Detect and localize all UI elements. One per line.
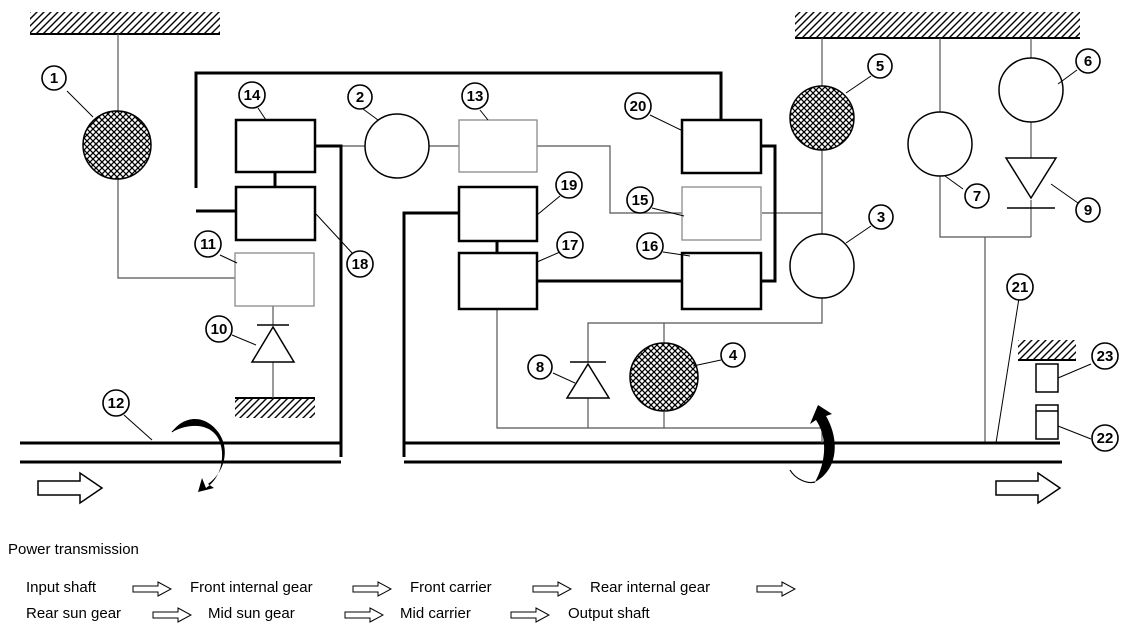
- svg-text:22: 22: [1097, 430, 1114, 447]
- callout-20: 20: [624, 92, 652, 120]
- svg-text:1: 1: [50, 70, 58, 87]
- flow-step-front-carrier: Front carrier: [410, 579, 492, 596]
- callout-19: 19: [555, 171, 583, 199]
- thick-members: [20, 71, 1060, 457]
- callout-5: 5: [867, 53, 893, 79]
- one-way-clutch-10: [250, 324, 296, 363]
- ground-bottom-left: [235, 397, 315, 418]
- box-14: [234, 118, 317, 174]
- callout-21: 21: [1006, 273, 1034, 301]
- clutch-2: [364, 113, 430, 179]
- ground-top-right: [795, 12, 1080, 39]
- svg-text:13: 13: [467, 88, 484, 105]
- callout-1: 1: [41, 65, 67, 91]
- hollow-right-arrow-icon: [756, 581, 796, 597]
- carrier-link: [496, 309, 823, 443]
- box-18: [234, 185, 317, 242]
- svg-text:9: 9: [1084, 202, 1092, 219]
- svg-text:23: 23: [1097, 348, 1114, 365]
- thin-connections: [117, 34, 1032, 443]
- hollow-right-arrow-icon: [344, 607, 384, 623]
- callout-16: 16: [636, 232, 664, 260]
- callout-7: 7: [964, 183, 990, 209]
- svg-text:17: 17: [562, 237, 579, 254]
- brake-1-hatched: [82, 110, 152, 180]
- callout-17: 17: [556, 231, 584, 259]
- block-23: [1035, 363, 1059, 393]
- svg-text:15: 15: [632, 192, 649, 209]
- callout-10: 10: [205, 315, 233, 343]
- output-rotation-arrow-icon: [789, 405, 835, 484]
- svg-text:6: 6: [1084, 53, 1092, 70]
- flow-step-mid-sun-gear: Mid sun gear: [208, 605, 295, 622]
- ground-top-left: [30, 12, 220, 35]
- hollow-right-arrow-icon: [152, 607, 192, 623]
- callout-6: 6: [1075, 48, 1101, 74]
- input-rotation-arrow-icon: [171, 418, 225, 492]
- flow-step-mid-carrier: Mid carrier: [400, 605, 471, 622]
- one-way-clutch-9: [1004, 157, 1058, 209]
- svg-text:21: 21: [1012, 279, 1029, 296]
- svg-text:20: 20: [630, 98, 647, 115]
- callout-12: 12: [102, 389, 130, 417]
- box-19: [457, 185, 539, 243]
- box-16: [680, 251, 763, 311]
- callout-15: 15: [626, 186, 654, 214]
- box-17: [457, 251, 539, 311]
- svg-text:5: 5: [876, 58, 884, 75]
- svg-text:16: 16: [642, 238, 659, 255]
- svg-text:18: 18: [352, 256, 369, 273]
- clutch-3: [789, 233, 855, 299]
- svg-text:10: 10: [211, 321, 228, 338]
- box-15: [681, 186, 762, 241]
- hollow-right-arrow-icon: [532, 581, 572, 597]
- output-flow-arrow-icon: [995, 471, 1062, 505]
- box-20: [680, 118, 763, 175]
- flow-step-rear-sun-gear: Rear sun gear: [26, 605, 122, 622]
- svg-text:12: 12: [108, 395, 125, 412]
- one-way-clutch-8: [565, 361, 611, 399]
- clutch-7: [907, 111, 973, 177]
- callout-leaders: [66, 69, 1092, 444]
- svg-text:19: 19: [561, 177, 578, 194]
- flow-step-input-shaft: Input shaft: [26, 579, 97, 596]
- box-11: [234, 252, 315, 307]
- callout-8: 8: [527, 354, 553, 380]
- hollow-right-arrow-icon: [352, 581, 392, 597]
- callout-9: 9: [1075, 197, 1101, 223]
- svg-text:11: 11: [200, 236, 216, 253]
- svg-text:2: 2: [356, 89, 364, 106]
- callout-3: 3: [868, 204, 894, 230]
- flow-step-front-internal-gear: Front internal gear: [190, 579, 313, 596]
- callout-22: 22: [1091, 424, 1119, 452]
- callout-18: 18: [346, 250, 374, 278]
- svg-text:14: 14: [244, 87, 261, 104]
- brake-4-hatched: [629, 342, 699, 412]
- legend-caption: Power transmission: [8, 541, 139, 558]
- callout-13: 13: [461, 82, 489, 110]
- ground-bottom-right: [1018, 340, 1076, 361]
- flow-step-output-shaft: Output shaft: [568, 605, 650, 622]
- box-13: [458, 119, 538, 173]
- block-22: [1035, 404, 1059, 440]
- hollow-right-arrow-icon: [510, 607, 550, 623]
- clutch-6: [998, 57, 1064, 123]
- callout-2: 2: [347, 84, 373, 110]
- callout-14: 14: [238, 81, 266, 109]
- hollow-right-arrow-icon: [132, 581, 172, 597]
- brake-5-hatched: [789, 85, 855, 151]
- svg-text:3: 3: [877, 209, 885, 226]
- flow-step-rear-internal-gear: Rear internal gear: [590, 579, 711, 596]
- callout-23: 23: [1091, 342, 1119, 370]
- power-transmission-diagram: 1 2 3 4 5 6 7 8 9 10 11 12 13 14 15 16 1…: [20, 12, 1119, 505]
- callout-4: 4: [720, 342, 746, 368]
- svg-text:4: 4: [729, 347, 738, 364]
- svg-text:8: 8: [536, 359, 544, 376]
- svg-text:7: 7: [973, 188, 981, 205]
- callout-11: 11: [194, 230, 222, 258]
- input-flow-arrow-icon: [37, 471, 104, 505]
